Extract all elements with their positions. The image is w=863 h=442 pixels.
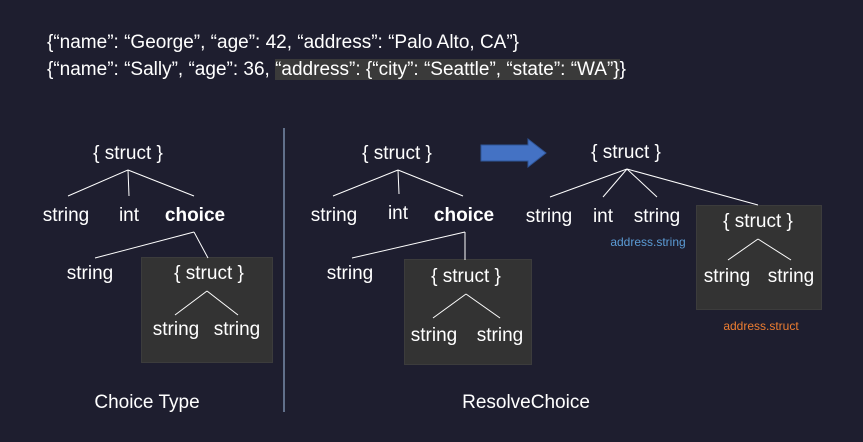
middle-struct-box — [404, 259, 532, 365]
right-edge-struct — [626, 168, 759, 206]
middle-node-string: string — [310, 205, 358, 226]
middle-root-struct: { struct } — [362, 143, 432, 164]
json-line-2: {“name”: “Sally”, “age”: 36, “address”: … — [47, 59, 626, 81]
caption-choice-type: Choice Type — [94, 392, 200, 413]
left-edge-string — [67, 169, 129, 197]
json-line-2-highlight: “address”: {“city”: “Seattle”, “state”: … — [275, 59, 620, 80]
left-struct-string-2: string — [213, 319, 261, 340]
left-struct-string-1: string — [152, 319, 200, 340]
left-struct-box — [141, 257, 273, 363]
right-edge-string2 — [626, 168, 658, 198]
json-line-2-text: {“name”: “Sally”, “age”: 36, — [47, 59, 276, 80]
right-edge-int — [602, 168, 628, 198]
right-node-int: int — [592, 206, 614, 227]
left-edge-choice — [127, 169, 195, 197]
json-line-1: {“name”: “George”, “age”: 42, “address”:… — [47, 32, 519, 54]
right-node-string-2: string — [633, 206, 681, 227]
middle-node-choice: choice — [433, 205, 495, 226]
left-choice-struct: { struct } — [174, 263, 244, 284]
caption-resolve-choice: ResolveChoice — [462, 392, 590, 413]
middle-struct-string-1: string — [410, 325, 458, 346]
left-edge-int — [127, 169, 130, 197]
right-node-struct: { struct } — [723, 211, 793, 232]
annotation-address-string: address.string — [610, 235, 686, 249]
left-node-choice: choice — [164, 205, 226, 226]
middle-choice-struct: { struct } — [431, 266, 501, 287]
json-line-2-suffix: } — [619, 59, 626, 80]
left-edge-struct-string2 — [206, 290, 239, 316]
right-struct-box — [696, 205, 822, 310]
middle-choice-string: string — [326, 263, 374, 284]
right-edge-struct-string2 — [757, 238, 792, 261]
middle-edge-choice — [397, 169, 464, 197]
middle-edge-int — [397, 169, 400, 195]
middle-struct-string-2: string — [476, 325, 524, 346]
right-node-string: string — [525, 206, 573, 227]
right-struct-string-1: string — [703, 266, 751, 287]
left-node-string: string — [42, 205, 90, 226]
transform-arrow-icon — [480, 137, 547, 169]
json-line-1-text: {“name”: “George”, “age”: 42, “address”:… — [47, 32, 520, 53]
right-root-struct: { struct } — [591, 142, 661, 163]
left-edge-choice-struct — [193, 231, 209, 259]
annotation-address-struct: address.struct — [723, 319, 799, 333]
middle-edge-struct-string2 — [465, 293, 501, 319]
middle-edge-struct-string1 — [432, 293, 467, 319]
left-edge-struct-string1 — [174, 290, 208, 316]
right-edge-struct-string1 — [727, 238, 759, 261]
left-root-struct: { struct } — [93, 143, 163, 164]
left-edge-choice-string — [94, 231, 195, 259]
left-node-int: int — [118, 205, 140, 226]
middle-edge-string — [332, 169, 399, 197]
middle-edge-choice-string — [351, 231, 466, 259]
left-choice-string: string — [66, 263, 114, 284]
right-struct-string-2: string — [767, 266, 815, 287]
middle-node-int: int — [387, 203, 409, 224]
right-edge-string — [549, 168, 628, 198]
